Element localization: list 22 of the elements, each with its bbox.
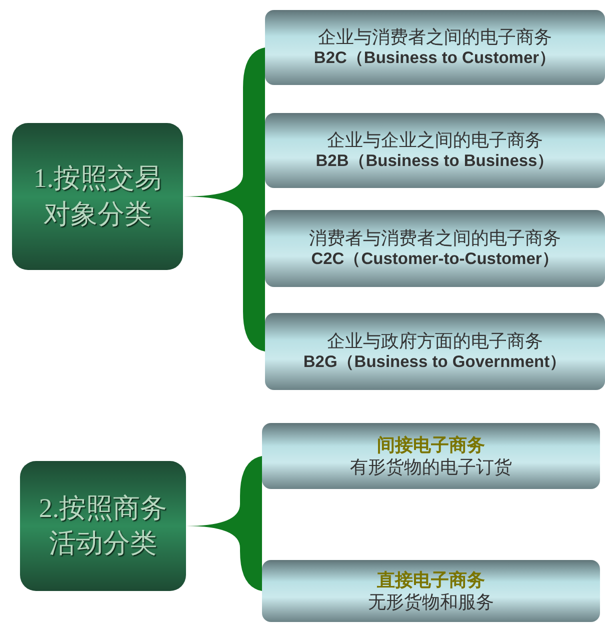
category-box	[12, 123, 183, 270]
type-box	[265, 210, 605, 287]
type-box	[265, 10, 605, 85]
type-heading: 间接电子商务	[377, 434, 485, 456]
category-title: 2.按照商务活动分类	[38, 492, 168, 560]
type-box	[265, 113, 605, 188]
type-description: 有形货物的电子订货	[350, 456, 512, 478]
type-name: 企业与消费者之间的电子商务	[318, 26, 552, 48]
type-abbreviation: B2C（Business to Customer）	[314, 48, 556, 70]
type-name: 企业与企业之间的电子商务	[327, 128, 543, 152]
type-abbreviation: B2G（Business to Government）	[303, 352, 567, 374]
category-box	[20, 461, 186, 591]
type-box	[265, 313, 605, 390]
category-title: 1.按照交易对象分类	[32, 162, 163, 230]
type-abbreviation: B2B（Business to Business）	[316, 151, 554, 172]
type-box	[262, 423, 600, 489]
type-description: 无形货物和服务	[368, 591, 494, 614]
type-name: 消费者与消费者之间的电子商务	[309, 226, 561, 250]
type-abbreviation: C2C（Customer-to-Customer）	[311, 249, 559, 270]
type-heading: 直接电子商务	[377, 568, 485, 591]
type-box	[262, 560, 600, 622]
type-name: 企业与政府方面的电子商务	[327, 330, 543, 352]
